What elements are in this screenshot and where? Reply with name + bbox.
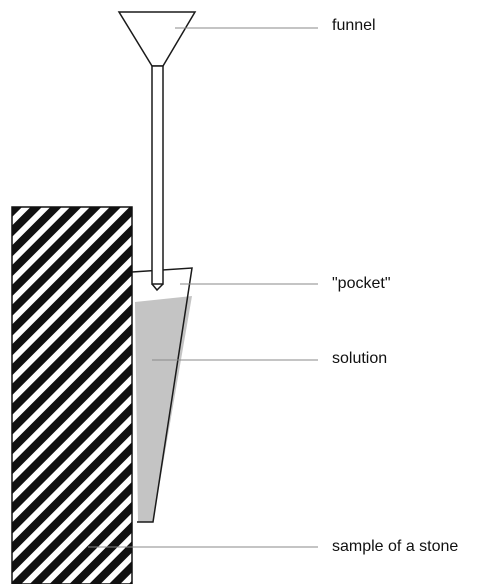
funnel-tube: [151, 65, 164, 285]
label-funnel: funnel: [332, 17, 376, 34]
label-stone-sample: sample of a stone: [332, 538, 459, 555]
solution-fill: [135, 296, 192, 522]
funnel-tip: [151, 283, 164, 292]
stone-sample: [11, 206, 133, 584]
label-pocket: "pocket": [332, 275, 391, 292]
funnel-cone: [117, 11, 197, 67]
label-solution: solution: [332, 350, 388, 367]
